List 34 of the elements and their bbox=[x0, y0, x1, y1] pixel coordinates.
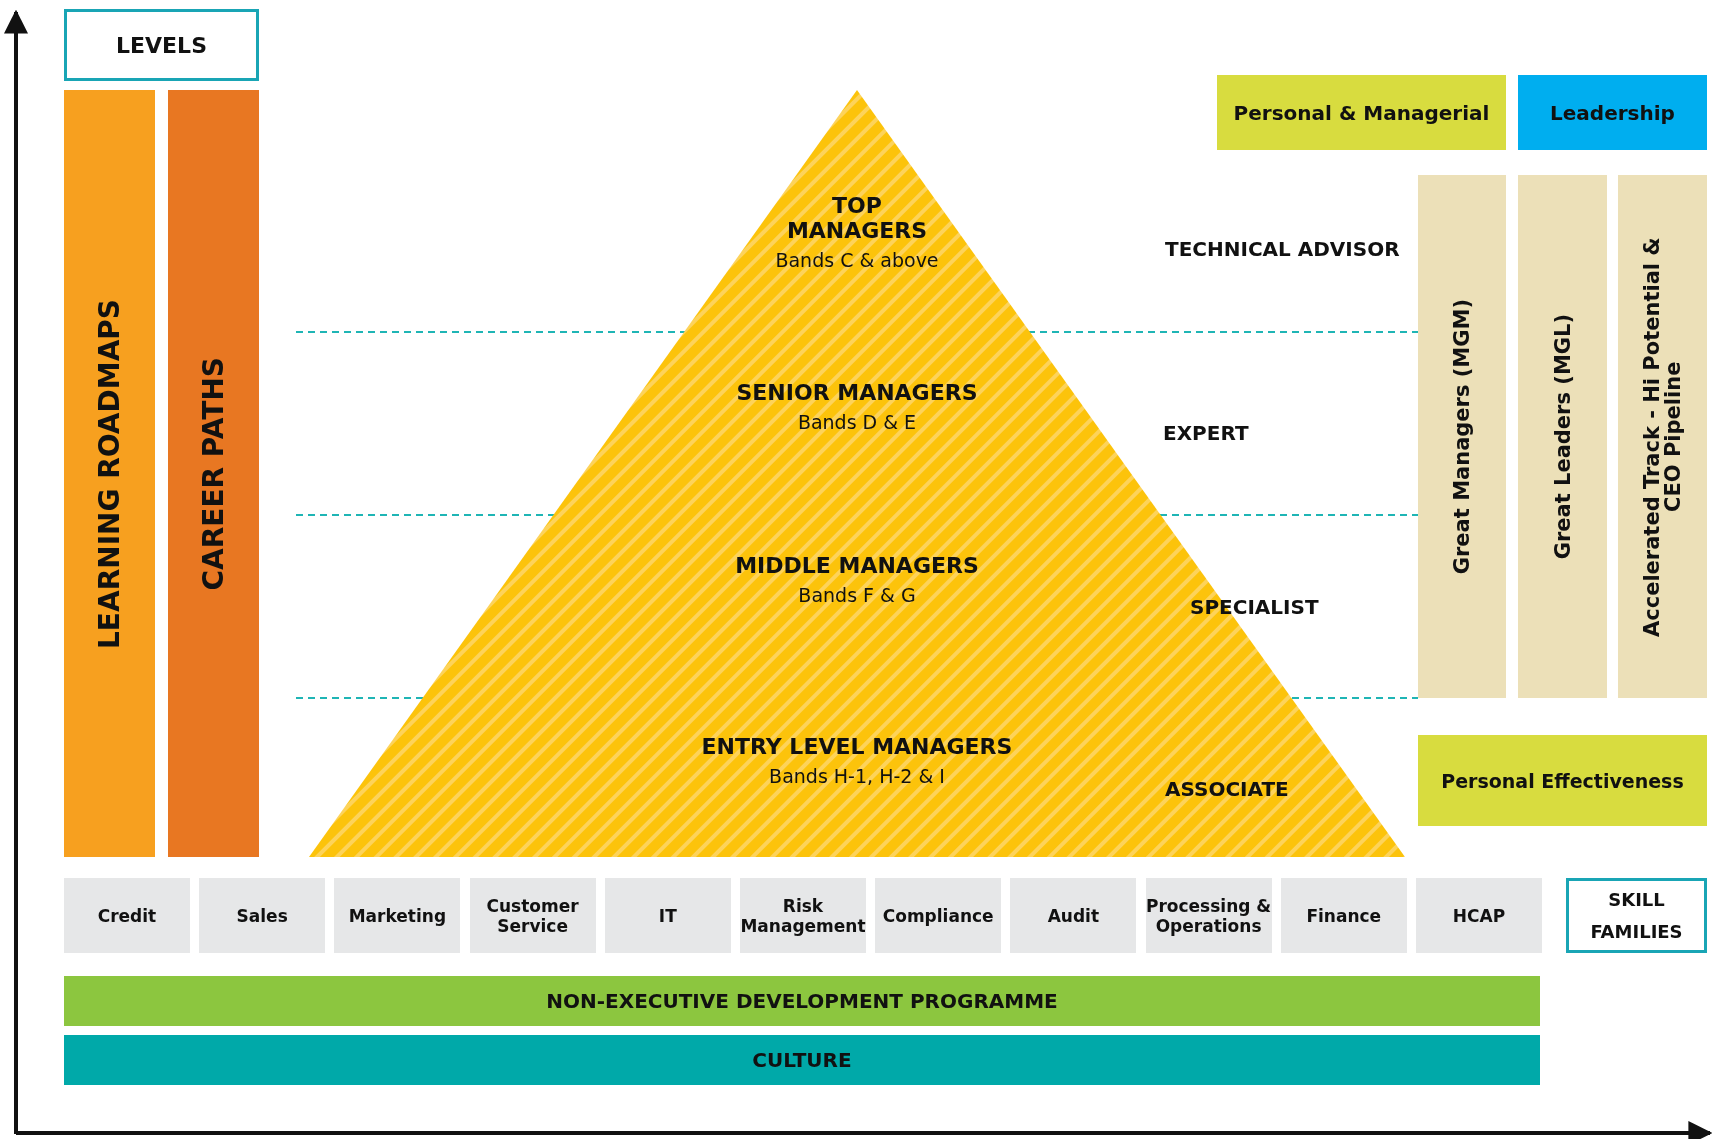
skill-family-box: Processing & Operations bbox=[1145, 878, 1272, 953]
skill-family-box: Risk Management bbox=[740, 878, 866, 953]
level-title: ENTRY LEVEL MANAGERS bbox=[701, 734, 1013, 759]
programme-band: Great Leaders (MGL) bbox=[1518, 175, 1607, 698]
heading-box: LEVELS bbox=[64, 9, 259, 81]
skill-family-box: Credit bbox=[64, 878, 190, 953]
career-track-label: EXPERT bbox=[1163, 421, 1249, 445]
programme-band: Accelerated Track - Hi Potential & CEO Pipeline bbox=[1618, 175, 1707, 698]
programme-bar: NON-EXECUTIVE DEVELOPMENT PROGRAMME bbox=[64, 976, 1540, 1026]
skill-family-box: Customer Service bbox=[469, 878, 596, 953]
skill-family-box: Sales bbox=[199, 878, 326, 953]
band-range: Bands C & above bbox=[775, 249, 939, 271]
band-range: Bands F & G bbox=[798, 584, 916, 606]
category-box: Personal & Managerial bbox=[1217, 75, 1506, 150]
band-range: Bands H-1, H-2 & I bbox=[769, 765, 945, 787]
skill-family-box: HCAP bbox=[1416, 878, 1542, 953]
career-track-label: TECHNICAL ADVISOR bbox=[1165, 237, 1400, 261]
heading-box: SKILL FAMILIES bbox=[1566, 878, 1707, 953]
skill-family-box: IT bbox=[604, 878, 731, 953]
level-title: TOP MANAGERS bbox=[785, 193, 929, 243]
skill-family-box: Marketing bbox=[334, 878, 461, 953]
category-box: Personal Effectiveness bbox=[1418, 735, 1707, 826]
vertical-band: LEARNING ROADMAPS bbox=[64, 90, 155, 857]
career-track-label: ASSOCIATE bbox=[1165, 777, 1289, 801]
skill-family-box: Audit bbox=[1010, 878, 1137, 953]
level-title: SENIOR MANAGERS bbox=[736, 380, 978, 405]
foundation-bar: CULTURE bbox=[64, 1035, 1540, 1085]
band-range: Bands D & E bbox=[797, 411, 917, 433]
skill-family-box: Finance bbox=[1280, 878, 1407, 953]
vertical-band: CAREER PATHS bbox=[168, 90, 259, 857]
category-box: Leadership bbox=[1518, 75, 1707, 150]
level-title: MIDDLE MANAGERS bbox=[735, 553, 979, 578]
skill-family-box: Compliance bbox=[875, 878, 1002, 953]
programme-band: Great Managers (MGM) bbox=[1418, 175, 1506, 698]
